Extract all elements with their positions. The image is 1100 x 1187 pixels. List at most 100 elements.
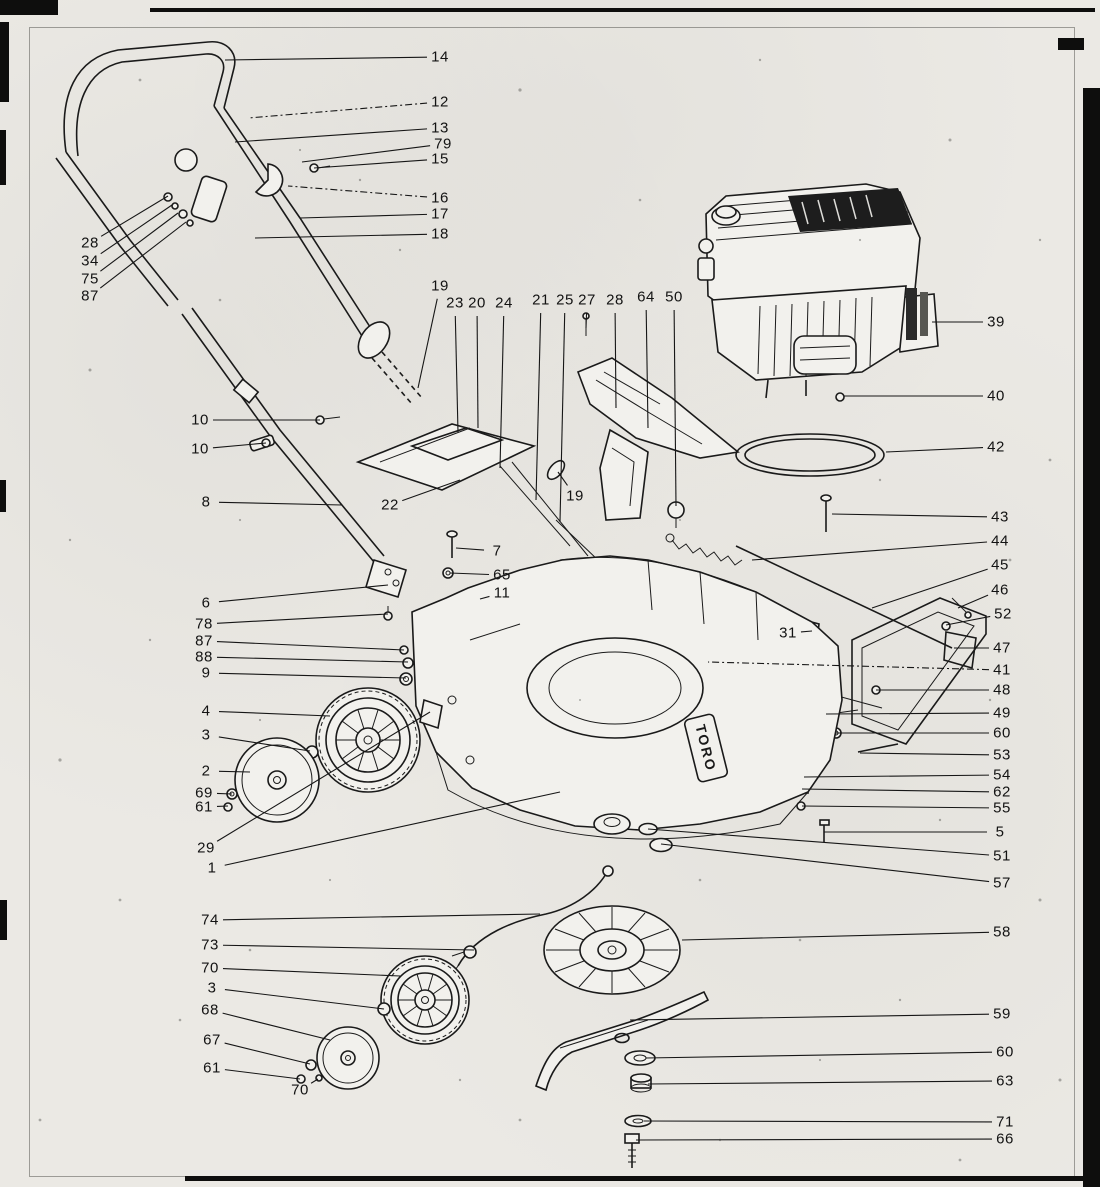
callout-label-46: 46: [991, 581, 1009, 599]
leader-lines: [99, 56, 993, 1141]
callout-label-11: 11: [493, 584, 511, 602]
leader-line-20: [476, 315, 479, 429]
leader-line-45: [871, 568, 988, 609]
callout-label-25: 25: [556, 291, 574, 309]
linkage-rods: [442, 312, 601, 607]
leader-line-28: [614, 312, 617, 409]
cam-lever: [254, 163, 284, 197]
callout-label-61: 61: [195, 798, 213, 816]
callout-label-1: 1: [207, 859, 217, 877]
callout-label-24: 24: [495, 294, 513, 312]
callout-label-29: 29: [197, 839, 215, 857]
callout-label-54: 54: [993, 766, 1011, 784]
engine: [697, 183, 939, 402]
callout-label-12: 12: [431, 93, 449, 111]
leader-line-43: [831, 513, 988, 518]
leader-line-8: [218, 501, 343, 506]
leader-line-52: [945, 615, 991, 626]
leader-line-19: [417, 298, 438, 389]
leader-line-18: [254, 233, 428, 239]
leader-line-54: [803, 774, 990, 778]
scan-artifact-left-strip-2: [0, 130, 6, 185]
blade-hardware-stack: [624, 1050, 656, 1168]
callout-label-69: 69: [195, 784, 213, 802]
leader-line-31: [800, 630, 813, 633]
leader-line-50: [673, 309, 677, 507]
callout-label-40: 40: [987, 387, 1005, 405]
blade: [535, 990, 710, 1092]
leader-line-70: [222, 967, 401, 977]
callout-label-47: 47: [993, 639, 1011, 657]
leader-line-57: [660, 843, 990, 883]
callout-label-20: 20: [468, 294, 486, 312]
callout-label-50: 50: [665, 288, 683, 306]
scan-artifact-top-line: [150, 8, 1095, 12]
engine-label-band: [788, 188, 912, 232]
leader-line-73: [222, 944, 475, 951]
scan-artifact-right-notch: [1058, 38, 1084, 50]
callout-label-75: 75: [81, 270, 99, 288]
leader-line-21: [535, 312, 542, 501]
callout-label-21: 21: [532, 291, 550, 309]
callout-label-62: 62: [993, 783, 1011, 801]
callout-label-4: 4: [201, 702, 211, 720]
callout-label-27: 27: [578, 291, 596, 309]
callout-label-28: 28: [606, 291, 624, 309]
callout-label-14: 14: [431, 48, 449, 66]
leader-line-65: [449, 572, 490, 576]
callout-label-73: 73: [201, 936, 219, 954]
callout-label-70: 70: [291, 1081, 309, 1099]
callout-label-55: 55: [993, 799, 1011, 817]
leader-line-53: [859, 752, 990, 756]
muffler: [793, 335, 857, 375]
callout-label-2: 2: [201, 762, 211, 780]
callout-label-48: 48: [993, 681, 1011, 699]
callout-label-60: 60: [996, 1043, 1014, 1061]
callout-label-52: 52: [994, 605, 1012, 623]
engine-mount-bolt: [835, 392, 845, 402]
leader-line-66: [635, 1138, 993, 1141]
leader-line-14: [224, 56, 428, 61]
leader-line-4: [218, 710, 331, 717]
handle-knob: [174, 148, 198, 172]
callout-label-78: 78: [195, 615, 213, 633]
leader-line-70: [310, 1078, 319, 1084]
callout-label-34: 34: [81, 252, 99, 270]
leader-line-67: [224, 1042, 311, 1065]
callout-label-5: 5: [995, 823, 1005, 841]
callout-label-57: 57: [993, 874, 1011, 892]
leader-line-23: [454, 315, 459, 433]
leader-line-58: [681, 931, 990, 941]
leader-line-78: [216, 613, 389, 624]
callout-label-74: 74: [201, 911, 219, 929]
callout-label-42: 42: [987, 438, 1005, 456]
leader-line-9: [218, 672, 407, 679]
wheel-adjuster-bracket: [419, 698, 443, 730]
callout-label-28: 28: [81, 234, 99, 252]
leader-line-24: [499, 315, 505, 469]
callout-label-22: 22: [381, 496, 399, 514]
callout-label-88: 88: [195, 648, 213, 666]
callout-label-3: 3: [201, 726, 211, 744]
callout-label-79: 79: [434, 135, 452, 153]
leader-line-44: [751, 541, 988, 561]
callout-label-87: 87: [81, 287, 99, 305]
leader-line-88: [216, 656, 409, 663]
callout-label-87: 87: [195, 632, 213, 650]
callout-label-49: 49: [993, 704, 1011, 722]
leader-line-19: [557, 471, 568, 486]
callout-label-60: 60: [993, 724, 1011, 742]
impeller-fan: [543, 905, 681, 995]
leader-line-74: [222, 913, 541, 921]
leader-line-6: [218, 584, 389, 603]
leader-line-29: [216, 711, 431, 842]
deck-housing: TORO: [383, 555, 843, 853]
leader-line-3: [218, 736, 311, 752]
callout-label-43: 43: [991, 508, 1009, 526]
leader-line-2: [218, 770, 251, 773]
leader-line-15: [313, 159, 428, 169]
leader-line-63: [647, 1080, 993, 1085]
callout-label-65: 65: [493, 566, 511, 584]
scan-artifact-top-left-blob: [0, 0, 58, 15]
